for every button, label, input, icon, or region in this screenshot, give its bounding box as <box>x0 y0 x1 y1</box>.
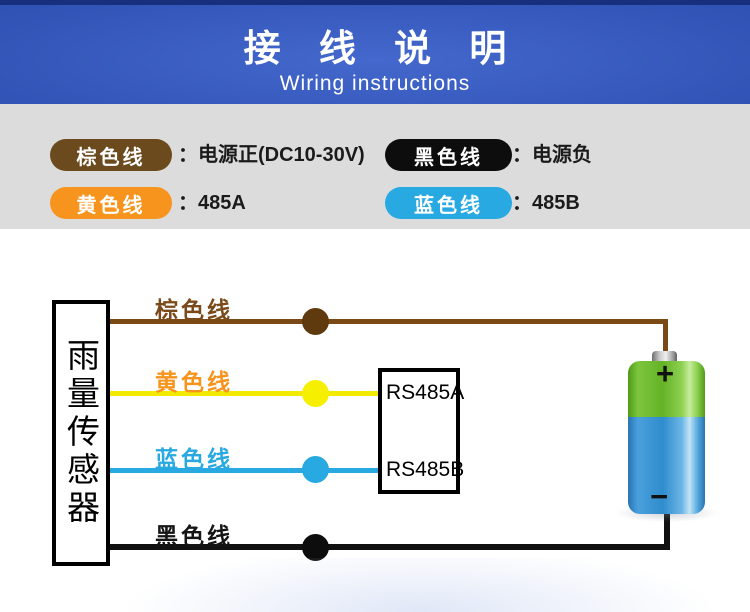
page-title: 接 线 说 明 <box>243 28 521 69</box>
yellow-wire-label: 黄色线 <box>155 369 233 395</box>
banner-top-strip <box>0 0 750 5</box>
blue-wire-dot <box>302 456 329 483</box>
legend-pill-label: 蓝色线 <box>414 194 483 217</box>
blue-wire <box>110 468 378 473</box>
legend-desc-yellow-wire: ：485A <box>178 192 246 214</box>
rain-sensor-label: 雨量传感器 <box>62 338 100 528</box>
legend-pill-blue-wire: 蓝色线 <box>385 187 512 219</box>
black-wire-label: 黑色线 <box>155 523 233 549</box>
header-banner: 接 线 说 明 Wiring instructions <box>0 0 750 104</box>
rs485-box <box>378 368 460 494</box>
bottom-glow <box>0 558 750 612</box>
yellow-wire <box>110 391 378 396</box>
battery-plus-terminal: + <box>656 356 675 391</box>
rs485a-label: RS485A <box>386 381 465 404</box>
legend-pill-yellow-wire: 黄色线 <box>50 187 172 219</box>
battery-bottom-blue <box>628 417 705 514</box>
legend-pill-label: 棕色线 <box>76 146 146 169</box>
legend-desc-blue-wire: ：485B <box>512 192 580 214</box>
legend-desc-black-wire: ：电源负 <box>512 144 592 166</box>
battery-minus-terminal: − <box>650 479 669 514</box>
legend-pill-brown-wire: 棕色线 <box>50 139 172 171</box>
page-subtitle: Wiring instructions <box>279 72 471 95</box>
brown-wire-horizontal <box>110 319 668 324</box>
legend-desc-brown-wire: ：电源正(DC10-30V) <box>178 144 365 166</box>
black-wire-vertical <box>664 512 670 550</box>
brown-wire-label: 棕色线 <box>155 297 233 323</box>
battery-top-green <box>628 361 705 417</box>
legend-pill-black-wire: 黑色线 <box>385 139 512 171</box>
battery-cap <box>652 351 677 363</box>
blue-wire-label: 蓝色线 <box>155 446 233 472</box>
brown-wire-dot <box>302 308 329 335</box>
yellow-wire-dot <box>302 380 329 407</box>
black-wire-dot <box>302 534 329 561</box>
brown-wire-vertical <box>663 319 668 356</box>
legend-pill-label: 黄色线 <box>76 194 146 217</box>
rs485b-label: RS485B <box>386 458 465 481</box>
black-wire-horizontal <box>110 544 670 550</box>
rain-sensor-box: 雨量传感器 <box>52 300 110 566</box>
legend-pill-label: 黑色线 <box>414 146 483 169</box>
